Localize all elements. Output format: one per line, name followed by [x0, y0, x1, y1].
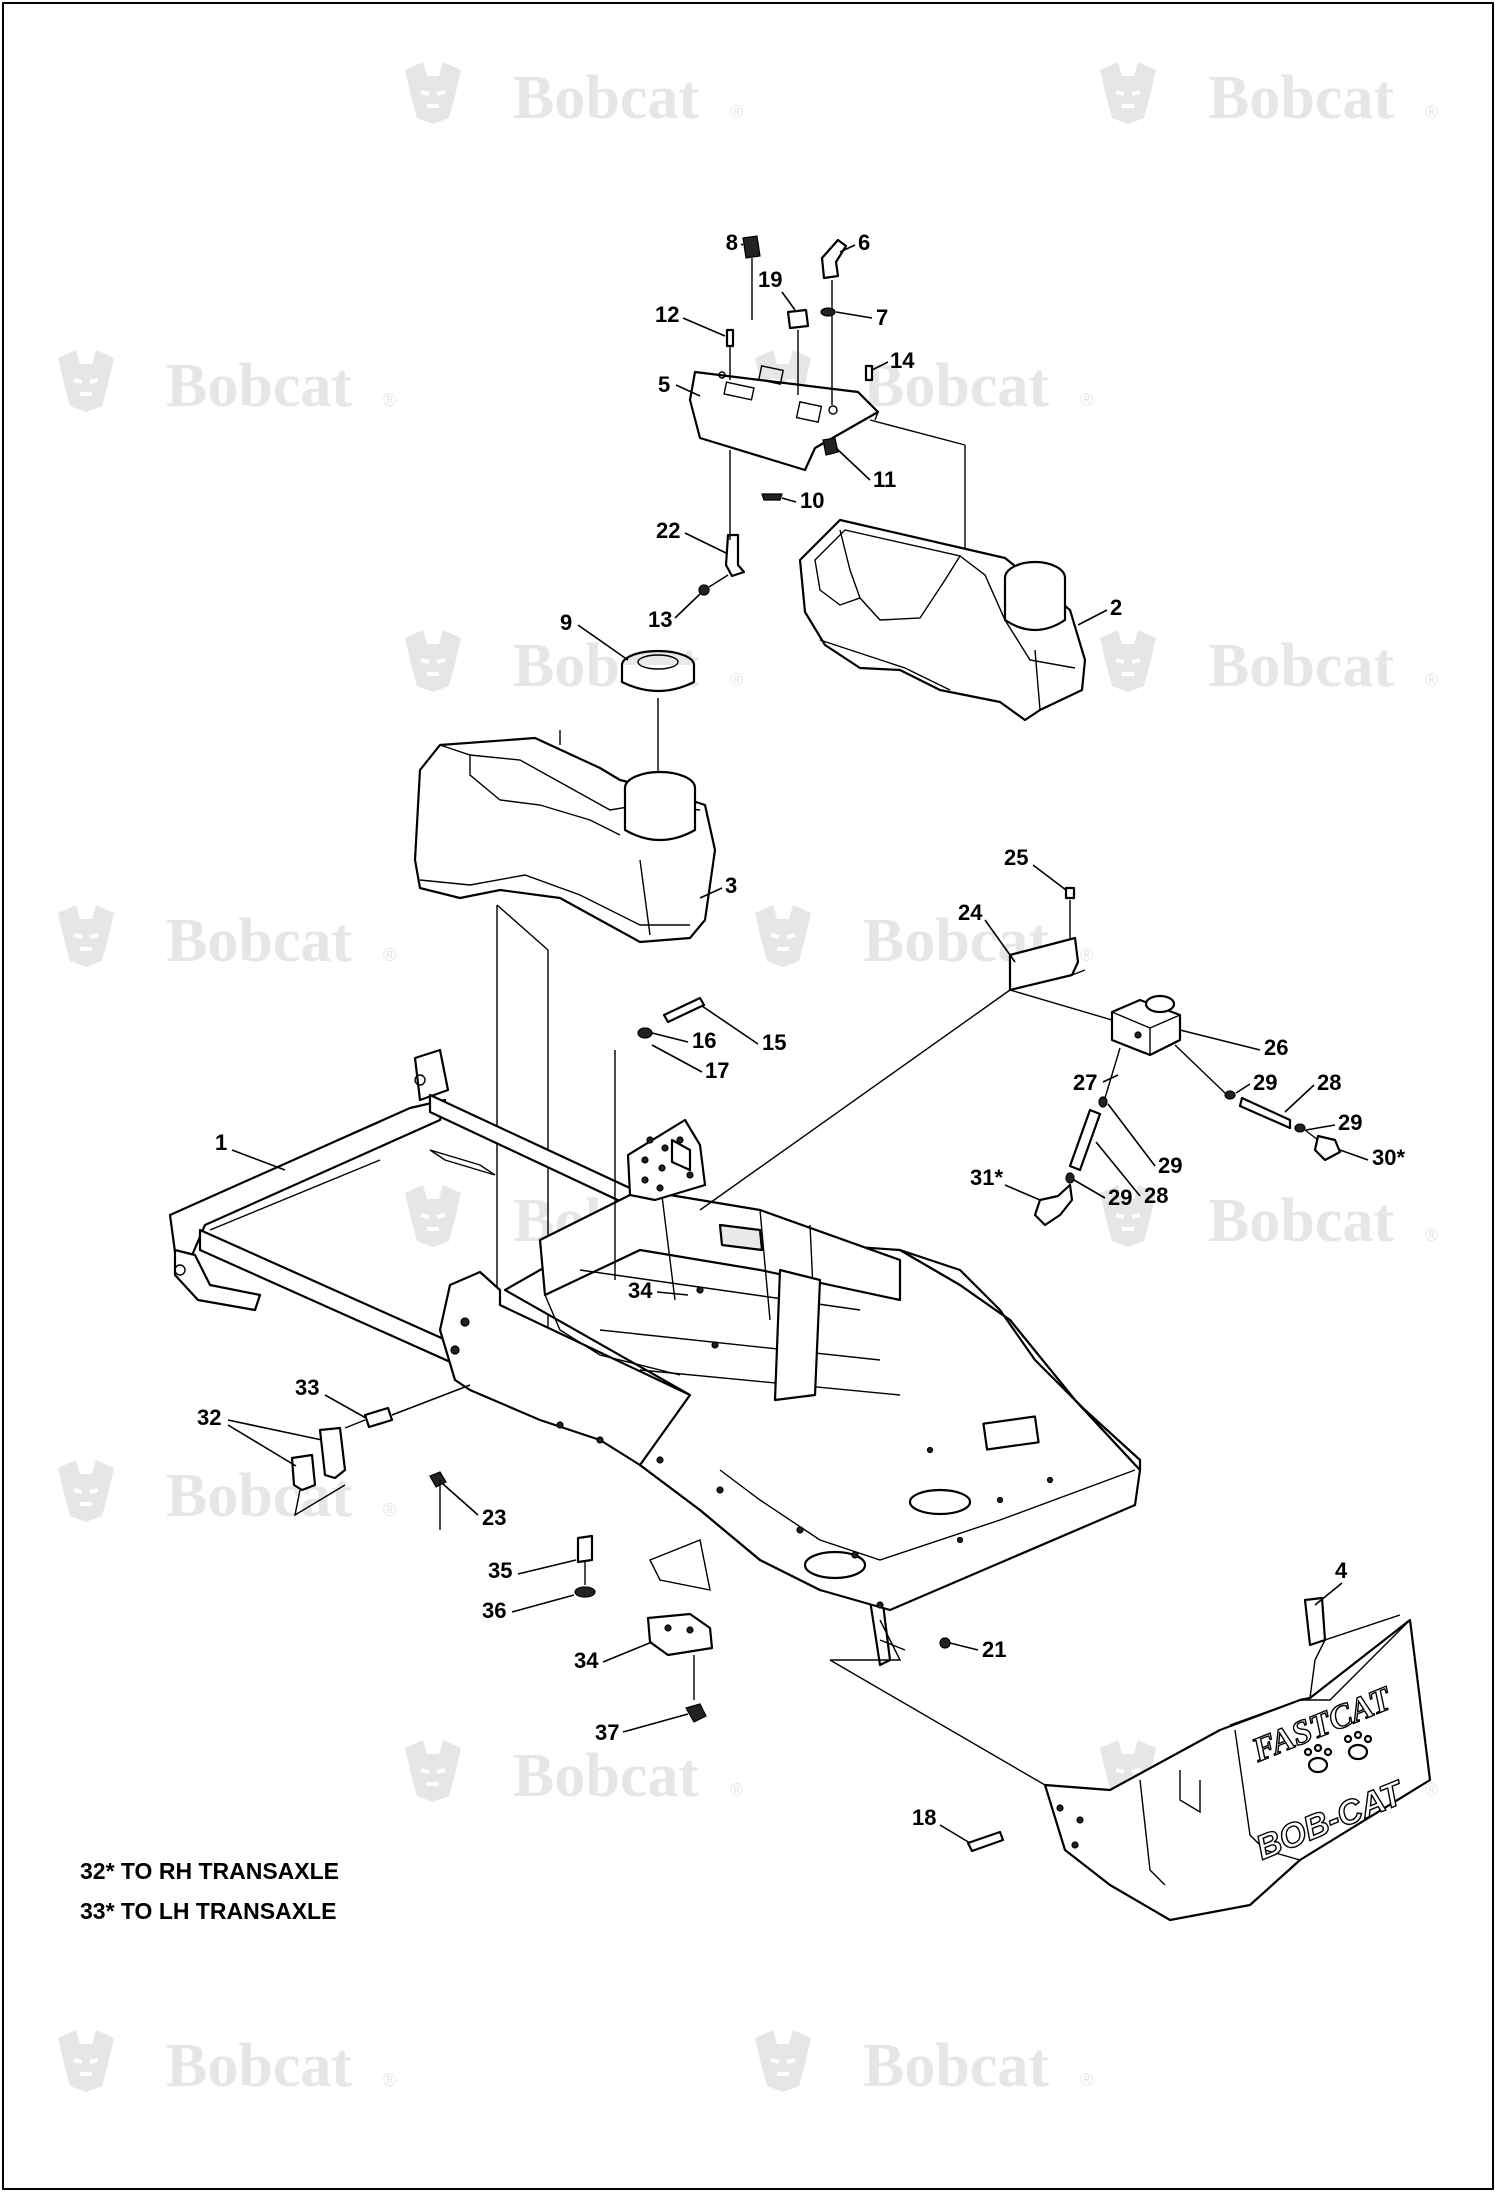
svg-text:®: ®: [383, 1500, 396, 1520]
svg-text:®: ®: [1080, 2070, 1093, 2090]
bracket-part-32: [290, 1426, 347, 1517]
svg-text:®: ®: [730, 1780, 743, 1800]
svg-text:Bobcat: Bobcat: [166, 352, 352, 420]
callout-35: 35: [488, 1558, 512, 1583]
callout-30: 30*: [1372, 1145, 1405, 1170]
note-rh-transaxle: 32* TO RH TRANSAXLE: [80, 1858, 340, 1884]
svg-text:®: ®: [1425, 670, 1438, 690]
svg-text:®: ®: [1425, 1780, 1438, 1800]
callout-11: 11: [873, 467, 896, 492]
callout-25: 25: [1004, 845, 1028, 870]
callout-37: 37: [595, 1720, 619, 1745]
svg-text:Bobcat: Bobcat: [1208, 64, 1394, 132]
hose-part-28: [1033, 1044, 1342, 1227]
callout-17: 17: [705, 1058, 729, 1083]
callout-2: 2: [1110, 595, 1122, 620]
callout-27: 27: [1073, 1070, 1097, 1095]
svg-text:Bobcat: Bobcat: [863, 2032, 1049, 2100]
callout-22: 22: [656, 518, 680, 543]
callout-1: 1: [215, 1130, 227, 1155]
callout-layer: 8 6 19 7 12 14 5 11 10 22 13 2 9: [197, 230, 1405, 1844]
callout-24: 24: [958, 900, 983, 925]
svg-text:®: ®: [383, 390, 396, 410]
mount-stack: [574, 1534, 714, 1723]
callout-29a: 29: [1253, 1070, 1277, 1095]
bolt-part-33: [344, 1384, 471, 1429]
callout-28b: 28: [1144, 1183, 1168, 1208]
svg-text:®: ®: [383, 945, 396, 965]
svg-text:Bobcat: Bobcat: [166, 1462, 352, 1530]
svg-text:®: ®: [1425, 102, 1438, 122]
main-chassis: [438, 1118, 1142, 1667]
svg-text:®: ®: [383, 2070, 396, 2090]
callout-32: 32: [197, 1405, 221, 1430]
svg-text:®: ®: [1080, 390, 1093, 410]
callout-12: 12: [655, 302, 679, 327]
fasteners-top: [698, 235, 966, 596]
callout-33: 33: [295, 1375, 319, 1400]
nut-part-23: [429, 1471, 447, 1530]
fuel-tank-part-3: [413, 730, 717, 944]
callout-15: 15: [762, 1030, 786, 1055]
callout-28a: 28: [1317, 1070, 1341, 1095]
callout-6: 6: [858, 230, 870, 255]
fuel-cap-part-9: [620, 649, 696, 775]
bracket-part-24: [1008, 886, 1113, 1021]
callout-29b: 29: [1338, 1110, 1362, 1135]
callout-18: 18: [912, 1805, 936, 1830]
callout-5: 5: [658, 372, 670, 397]
callout-21: 21: [982, 1637, 1006, 1662]
svg-text:Bobcat: Bobcat: [166, 2032, 352, 2100]
callout-29d: 29: [1108, 1185, 1132, 1210]
svg-text:®: ®: [1425, 1225, 1438, 1245]
callout-29c: 29: [1158, 1153, 1182, 1178]
callout-8: 8: [726, 230, 738, 255]
svg-text:Bobcat: Bobcat: [166, 907, 352, 975]
control-plate-part-5: [688, 365, 880, 472]
bolt-part-15: [614, 996, 706, 1280]
svg-text:®: ®: [730, 102, 743, 122]
callout-10: 10: [800, 488, 824, 513]
svg-text:Bobcat: Bobcat: [513, 1742, 699, 1810]
callout-31: 31*: [970, 1165, 1003, 1190]
svg-text:Bobcat: Bobcat: [863, 352, 1049, 420]
svg-text:®: ®: [1080, 945, 1093, 965]
callout-19: 19: [758, 267, 782, 292]
svg-text:Bobcat: Bobcat: [1208, 1187, 1394, 1255]
callout-34a: 34: [628, 1278, 653, 1303]
callout-34b: 34: [574, 1648, 599, 1673]
callout-9: 9: [560, 610, 572, 635]
reservoir-part-26: [1110, 994, 1182, 1057]
note-lh-transaxle: 33* TO LH TRANSAXLE: [80, 1898, 337, 1924]
callout-26: 26: [1264, 1035, 1288, 1060]
fuel-tank-part-2: [798, 518, 1087, 722]
callout-23: 23: [482, 1505, 506, 1530]
callout-3: 3: [725, 873, 737, 898]
watermark-layer: Bobcat® Bobcat® Bobcat® Bobcat® Bobcat® …: [56, 60, 1438, 2100]
callout-14: 14: [890, 348, 915, 373]
paw-print-icon: [1303, 1730, 1373, 1774]
callout-7: 7: [876, 305, 888, 330]
callout-16: 16: [692, 1028, 716, 1053]
svg-text:Bobcat: Bobcat: [1208, 632, 1394, 700]
svg-text:Bobcat: Bobcat: [513, 64, 699, 132]
callout-4: 4: [1335, 1558, 1348, 1583]
callout-36: 36: [482, 1598, 506, 1623]
svg-text:®: ®: [730, 670, 743, 690]
callout-13: 13: [648, 607, 672, 632]
